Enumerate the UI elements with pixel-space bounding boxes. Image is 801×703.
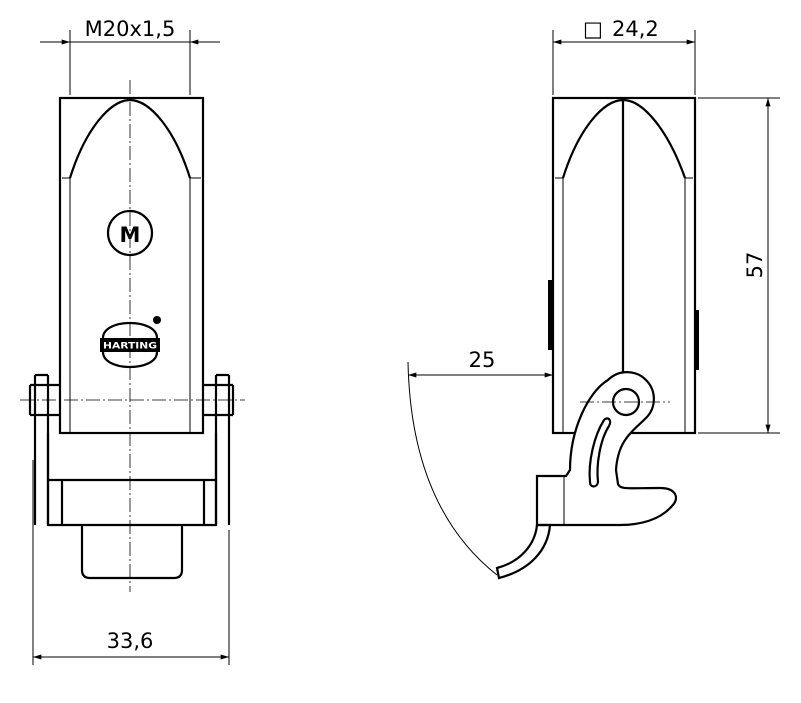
brand-logo: HARTING [100, 316, 161, 369]
square-dimension: 24,2 [612, 17, 659, 41]
locking-lever [535, 371, 678, 527]
hood-arch [68, 98, 192, 179]
side-strips [555, 177, 693, 433]
brand-logo-text: HARTING [103, 342, 157, 352]
side-seal-edge-right [696, 310, 699, 370]
lever-hook [495, 523, 552, 580]
marking-letter: M [120, 223, 141, 247]
side-view: □ 24,2 57 25 [407, 17, 780, 580]
swing-dimension: 25 [469, 348, 496, 372]
height-extension-lines [698, 97, 780, 434]
left-lever-arm [28, 373, 60, 525]
right-lever-arm [203, 373, 235, 525]
side-seal-edge [548, 280, 552, 350]
width-dimension: 33,6 [107, 629, 154, 653]
square-symbol: □ [583, 17, 603, 41]
lever-slot [588, 417, 612, 488]
front-view: M HARTING M20x1,5 33,6 [20, 17, 245, 665]
thread-dimension: M20x1,5 [85, 17, 176, 41]
hood-side-strips [62, 177, 201, 433]
width-extension-lines [32, 460, 230, 665]
cable-spout [80, 525, 184, 580]
lower-housing [46, 433, 218, 527]
hood-body-outline [58, 96, 205, 435]
height-dimension: 57 [743, 252, 767, 279]
marking-circle [106, 209, 154, 257]
swing-arc [407, 361, 498, 576]
